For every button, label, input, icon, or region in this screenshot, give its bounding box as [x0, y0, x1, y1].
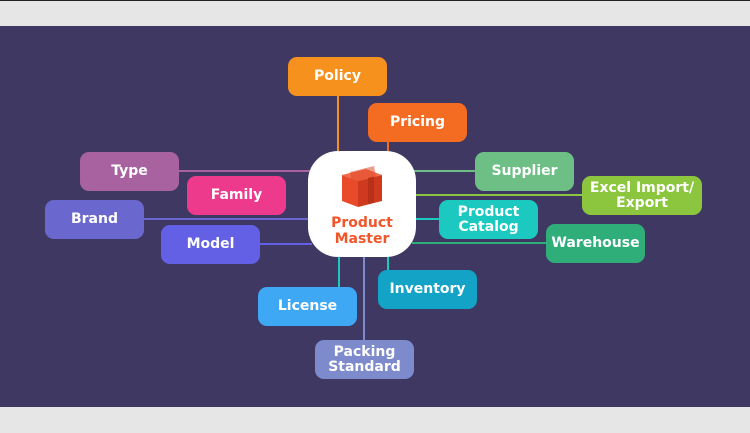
node-label: Pricing — [389, 114, 446, 130]
node-model[interactable]: Model — [161, 225, 260, 264]
node-label-line1: Excel Import/ — [589, 179, 695, 196]
node-label-line2: Export — [616, 194, 668, 211]
node-label: License — [277, 298, 338, 314]
hub-label-line1: Product — [331, 215, 393, 231]
node-pricing[interactable]: Pricing — [368, 103, 467, 142]
node-label-line1: Packing — [333, 343, 396, 360]
node-label-line2: Standard — [328, 358, 401, 375]
node-type[interactable]: Type — [80, 152, 179, 191]
node-inventory[interactable]: Inventory — [378, 270, 477, 309]
node-label: Family — [210, 187, 263, 203]
node-label: Policy — [314, 68, 361, 84]
node-license[interactable]: License — [258, 287, 357, 326]
node-warehouse[interactable]: Warehouse — [546, 224, 645, 263]
node-label-line1: Product — [457, 203, 520, 220]
node-label: Inventory — [389, 281, 466, 297]
node-supplier[interactable]: Supplier — [475, 152, 574, 191]
window-top-border — [0, 0, 750, 1]
node-policy[interactable]: Policy — [288, 57, 387, 96]
hub-label-line2: Master — [334, 231, 390, 247]
node-label-line2: Catalog — [458, 218, 519, 235]
hub-label: Product Master — [308, 215, 416, 247]
node-brand[interactable]: Brand — [45, 200, 144, 239]
box-icon — [342, 166, 382, 207]
node-excel-import-export[interactable]: Excel Import/Export — [582, 176, 702, 215]
node-label: Supplier — [491, 163, 558, 179]
node-label: Model — [186, 236, 235, 252]
node-label: Warehouse — [551, 235, 640, 251]
node-family[interactable]: Family — [187, 176, 286, 215]
node-label: Type — [111, 163, 148, 179]
product-master-hub[interactable]: Product Master — [308, 151, 416, 257]
node-label: Brand — [70, 211, 118, 227]
